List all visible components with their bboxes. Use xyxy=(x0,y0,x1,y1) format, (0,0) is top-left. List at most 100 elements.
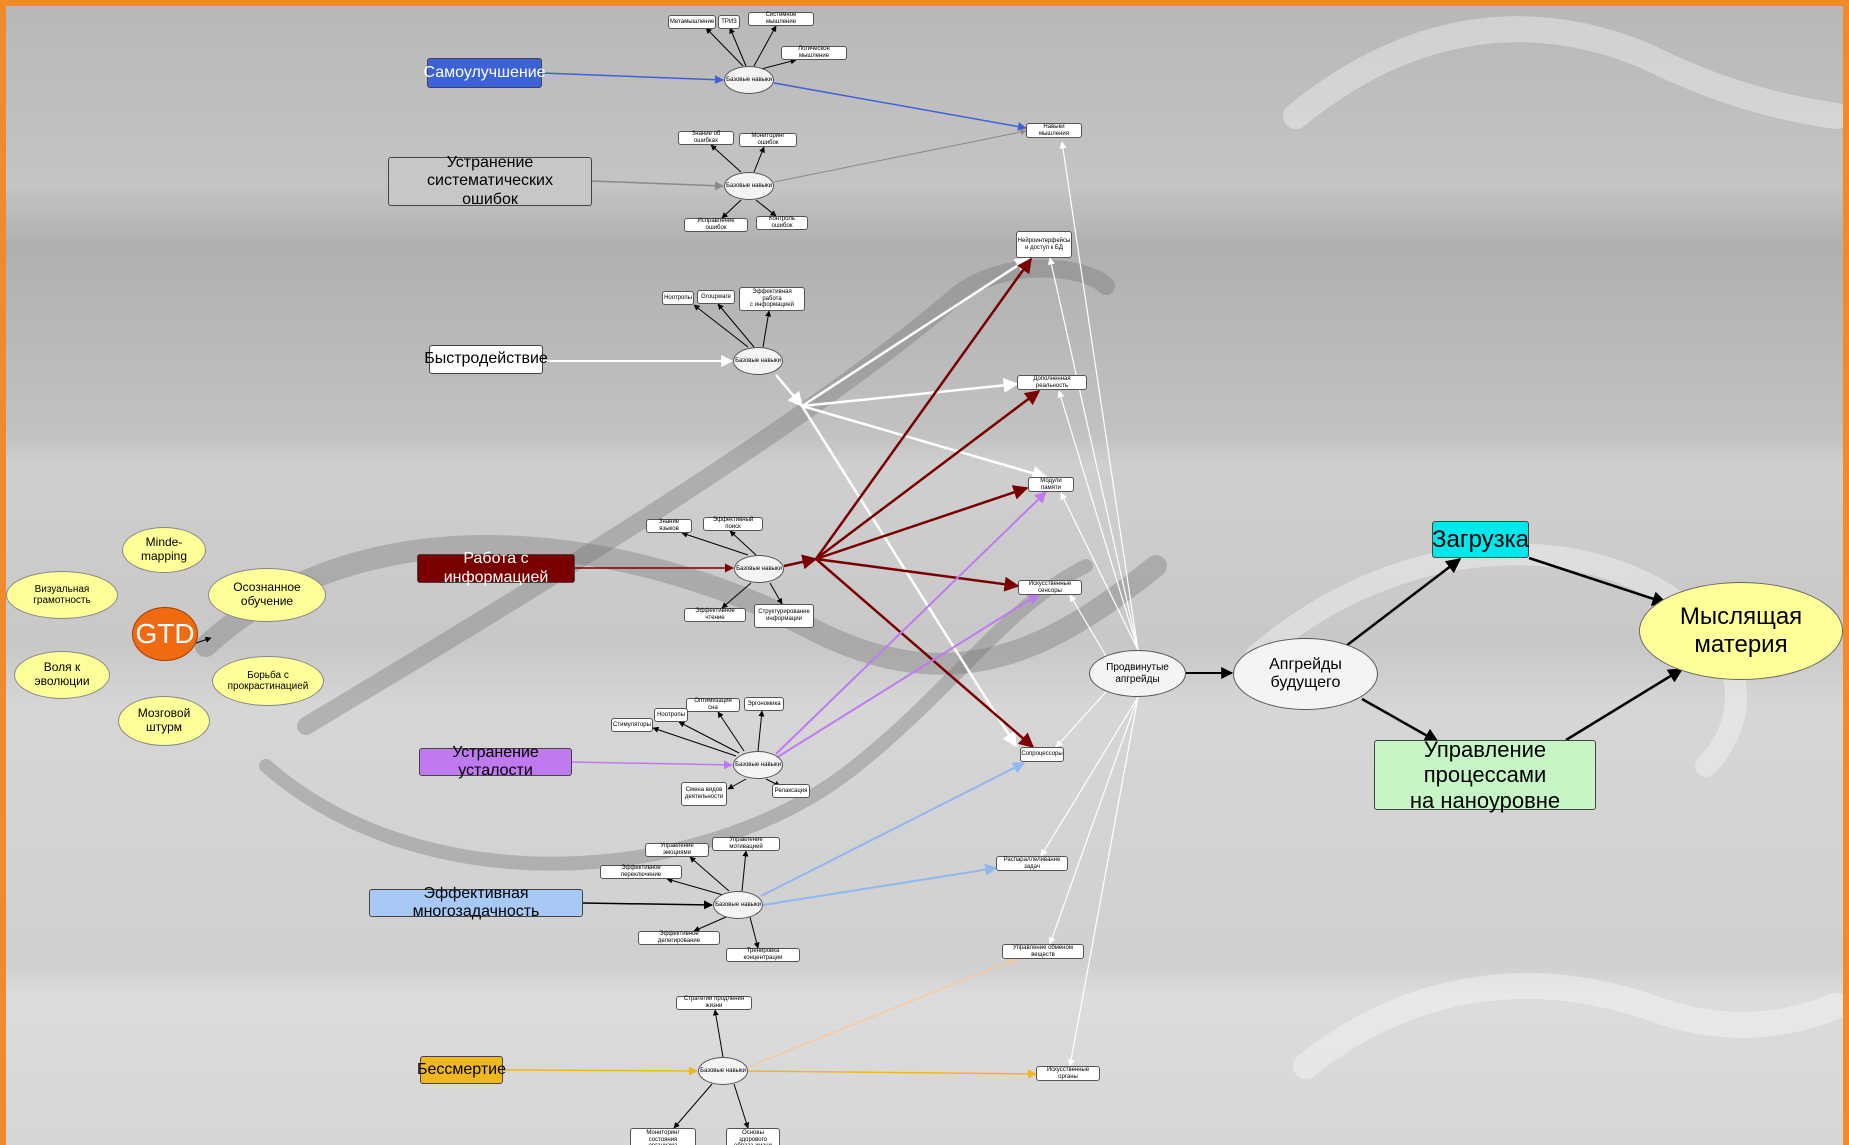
skill-groupware[interactable]: Groupware xyxy=(697,290,735,304)
edge-fat-noo xyxy=(678,721,740,754)
skill-systems-thinking[interactable]: Системное мышление xyxy=(748,12,814,26)
edge-imm-health xyxy=(673,1083,713,1129)
skill-languages[interactable]: Знание языков xyxy=(646,519,692,533)
edge-speed-noo xyxy=(693,304,749,348)
edge-future-upload xyxy=(1345,558,1462,647)
base-skills-information[interactable]: Базовые навыки xyxy=(734,555,784,583)
skill-error-knowledge[interactable]: Знание об ошибках xyxy=(678,131,734,145)
edge-err-mon xyxy=(753,146,765,173)
edge-info-struct xyxy=(769,582,783,605)
gtd-visual-literacy[interactable]: Визуальная грамотность xyxy=(6,571,118,619)
category-immortality[interactable]: Бессмертие xyxy=(417,1056,506,1084)
skill-life-extension[interactable]: Стратегии продления жизни xyxy=(676,996,752,1010)
edge-fat-change xyxy=(727,778,747,790)
skill-concentration-training[interactable]: Тренировка концентрации xyxy=(726,948,800,962)
skill-error-monitoring[interactable]: Мониторинг ошибок xyxy=(739,133,797,147)
edge-info-read xyxy=(721,582,752,609)
gtd-center-node[interactable]: GTD xyxy=(132,607,198,661)
gtd-conscious-learning[interactable]: Осознанное обучение xyxy=(208,568,326,622)
gtd-brainstorm[interactable]: Мозговой штурм xyxy=(118,696,210,746)
category-self-improvement[interactable]: Самоулучшение xyxy=(423,58,546,88)
edge-info-memory xyxy=(815,485,1029,561)
edge-multi-tasks xyxy=(762,863,998,906)
skill-error-control[interactable]: Контроль ошибок xyxy=(756,216,808,230)
skill-error-correction[interactable]: Исправление ошибок xyxy=(684,218,748,232)
edge-self-logic xyxy=(760,58,797,70)
edge-self-triz xyxy=(729,27,747,67)
upgrade-thinking-skills[interactable]: Навыки мышления xyxy=(1026,123,1082,138)
edge-multi-deleg xyxy=(693,916,727,932)
upgrade-coprocessors[interactable]: Сопроцессоры xyxy=(1020,747,1064,762)
edge-adv-neuro xyxy=(1047,257,1139,651)
skill-efficient-info-work[interactable]: Эффективная работа с информацией xyxy=(739,287,805,311)
skill-healthy-lifestyle[interactable]: Основы здорового образа жизни xyxy=(726,1128,780,1145)
skill-efficient-reading[interactable]: Эффективное чтение xyxy=(684,608,746,622)
skill-sleep-optimization[interactable]: Оптимизация сна xyxy=(686,698,740,712)
upgrade-artificial-organs[interactable]: Искусственные органы xyxy=(1036,1066,1100,1081)
base-skills-immortality[interactable]: Базовые навыки xyxy=(698,1057,748,1085)
gtd-anti-procrastination[interactable]: Борьба с прокрастинацией xyxy=(212,656,324,706)
edge-self-base xyxy=(541,72,724,85)
edge-imm-life xyxy=(712,1009,724,1058)
skill-relaxation[interactable]: Релаксация xyxy=(772,784,810,798)
base-skills-multitasking[interactable]: Базовые навыки xyxy=(713,891,763,919)
edge-adv-metabol xyxy=(1048,696,1139,945)
gtd-will-to-evolve[interactable]: Воля к эволюции xyxy=(14,651,110,699)
skill-triz[interactable]: ТРИЗ xyxy=(718,15,740,29)
skill-motivation-management[interactable]: Управление мотивацией xyxy=(712,837,780,851)
edge-err-fix xyxy=(721,199,742,219)
skill-activity-change[interactable]: Смена видов деятельности xyxy=(681,782,727,806)
upgrade-task-parallelization[interactable]: Распараллеливание задач xyxy=(996,856,1068,871)
thinking-matter-node[interactable]: Мыслящая материя xyxy=(1639,582,1843,680)
upgrade-neurointerfaces[interactable]: Нейроинтерфейсы и доступ к БД xyxy=(1016,231,1072,258)
upgrade-augmented-reality[interactable]: Дополненная реальность xyxy=(1017,375,1087,390)
skill-nootropics-fatigue[interactable]: Ноотропы xyxy=(654,708,688,722)
edge-hub-coproc xyxy=(800,405,1018,748)
skill-logical-thinking[interactable]: Логическое мышление xyxy=(781,46,847,60)
upgrade-memory-modules[interactable]: Модули памяти xyxy=(1028,477,1074,492)
edge-future-nano xyxy=(1361,697,1440,744)
nanoscale-control-node[interactable]: Управление процессами на наноуровне xyxy=(1374,737,1596,813)
skill-nootropics-speed[interactable]: Ноотропы xyxy=(662,291,694,305)
skill-information-structuring[interactable]: Структурирование информации xyxy=(754,604,814,628)
skill-efficient-search[interactable]: Эффективный поиск xyxy=(703,517,763,531)
edge-speed-hub xyxy=(775,374,803,408)
edge-adv-sensors xyxy=(1069,594,1107,657)
category-systematic-errors[interactable]: Устранение систематических ошибок xyxy=(388,154,592,208)
edge-adv-memory xyxy=(1060,492,1139,651)
base-skills-speed[interactable]: Базовые навыки xyxy=(733,347,783,375)
edge-hub-ar xyxy=(801,377,1019,408)
base-skills-errors[interactable]: Базовые навыки xyxy=(724,172,774,200)
background-decor xyxy=(195,16,1843,1079)
skill-ergonomics[interactable]: Эргономика xyxy=(744,697,784,711)
edge-immortal-base xyxy=(502,1066,698,1076)
future-upgrades-node[interactable]: Апгрейды будущего xyxy=(1233,638,1378,710)
edge-imm-basics xyxy=(733,1083,750,1129)
skill-metathinking[interactable]: Метамышление xyxy=(668,15,716,29)
gtd-minde-mapping[interactable]: Minde-mapping xyxy=(122,527,206,573)
base-skills-fatigue[interactable]: Базовые навыки xyxy=(733,751,783,779)
edge-self-meta xyxy=(705,27,744,67)
edge-upload-matter xyxy=(1528,556,1668,606)
category-information-work[interactable]: Работа с информацией xyxy=(417,550,575,586)
upgrade-artificial-sensors[interactable]: Искусственные сенсоры xyxy=(1018,580,1082,595)
edge-speed-effinfo xyxy=(762,310,772,348)
category-multitasking[interactable]: Эффективная многозадачность xyxy=(369,885,583,920)
skill-efficient-switching[interactable]: Эффективное переключение xyxy=(600,865,682,879)
skill-health-monitoring[interactable]: Мониторинг состояния организма xyxy=(630,1128,696,1145)
edge-adv-ar xyxy=(1057,390,1139,651)
skill-emotion-management[interactable]: Управление эмоциями xyxy=(645,843,709,857)
edge-err-ctrl xyxy=(755,199,777,217)
category-fatigue-removal[interactable]: Устранение усталости xyxy=(419,744,572,779)
skill-stimulants[interactable]: Стимуляторы xyxy=(611,718,653,732)
upload-node[interactable]: Загрузка xyxy=(1432,521,1529,558)
base-skills-self-improvement[interactable]: Базовые навыки xyxy=(724,66,774,94)
upgrade-metabolism-control[interactable]: Управление обменом веществ xyxy=(1002,944,1084,959)
edge-fat-stim xyxy=(652,726,737,757)
edge-nano-matter xyxy=(1565,667,1684,742)
skill-efficient-delegation[interactable]: Эффективное делегирование xyxy=(638,931,720,945)
advanced-upgrades-node[interactable]: Продвинутые апгрейды xyxy=(1089,650,1186,697)
edge-multi-conc xyxy=(749,916,760,949)
category-speed[interactable]: Быстродействие xyxy=(424,345,548,374)
edge-errors-base xyxy=(591,180,724,191)
